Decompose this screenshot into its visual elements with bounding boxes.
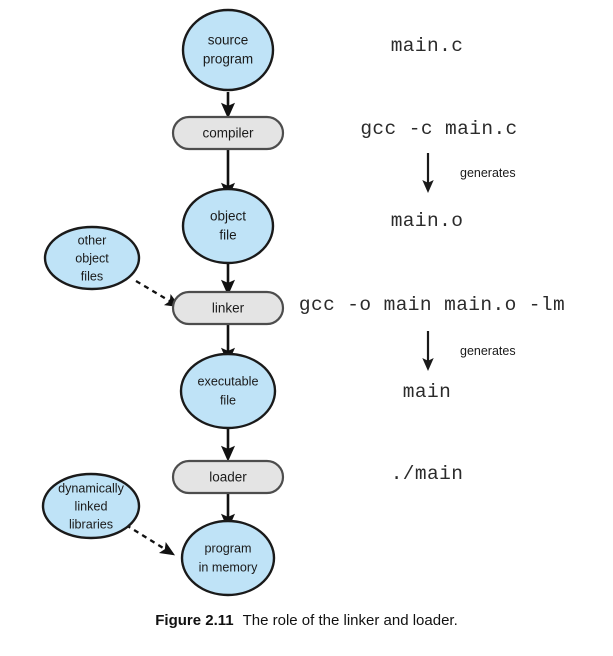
source-program-label-line2: program [203, 52, 253, 67]
source-file-name-text: main.c [391, 35, 464, 57]
program-in-memory-label-line2: in memory [199, 560, 258, 574]
compiler-rect [171, 115, 285, 151]
dll-label-line2: linked [75, 499, 108, 513]
node-source-program[interactable]: source program [181, 8, 275, 92]
connector-other-object-files-to-linker [135, 280, 181, 308]
other-object-files-label-line2: object [75, 251, 109, 265]
compiler-label: compiler [202, 126, 254, 141]
node-object-file[interactable]: object file [181, 187, 275, 265]
node-program-in-memory[interactable]: program in memory [180, 519, 276, 597]
generates-label-compile: generates [460, 166, 516, 180]
node-compiler[interactable]: compiler [171, 115, 285, 151]
dll-label-line1: dynamically [58, 481, 124, 495]
figure-caption-label: Figure 2.11 [155, 612, 234, 629]
object-file-label-line2: file [219, 228, 236, 243]
executable-file-label-line1: executable [198, 374, 259, 388]
executable-file-label-line2: file [220, 393, 236, 407]
object-file-label-line1: object [210, 209, 246, 224]
node-executable-file[interactable]: executable file [179, 352, 277, 430]
linker-rect [171, 290, 285, 326]
program-in-memory-ellipse [180, 519, 276, 597]
linker-loader-diagram: source program compiler object file link… [41, 8, 565, 597]
executable-name-text: main [403, 381, 451, 403]
compile-command-text: gcc -c main.c [360, 118, 517, 140]
source-program-ellipse [181, 8, 275, 92]
dll-label-line3: libraries [69, 517, 113, 531]
linker-label: linker [212, 301, 245, 316]
generates-label-link: generates [460, 344, 516, 358]
node-dynamically-linked-libraries[interactable]: dynamically linked libraries [41, 472, 141, 540]
connector-dll-to-program-in-memory [125, 524, 176, 556]
figure-caption-text: The role of the linker and loader. [242, 612, 458, 629]
run-command-text: ./main [391, 463, 464, 485]
object-file-ellipse [181, 187, 275, 265]
node-linker[interactable]: linker [171, 290, 285, 326]
dynamically-linked-libraries-ellipse [41, 472, 141, 540]
loader-rect [171, 459, 285, 495]
other-object-files-label-line1: other [78, 233, 107, 247]
source-program-label-line1: source [208, 33, 249, 48]
other-object-files-label-line3: files [81, 269, 103, 283]
loader-label: loader [209, 470, 247, 485]
figure-caption: Figure 2.11 The role of the linker and lo… [0, 612, 613, 629]
other-object-files-ellipse [43, 225, 141, 291]
program-in-memory-label-line1: program [205, 541, 252, 555]
executable-file-ellipse [179, 352, 277, 430]
node-loader[interactable]: loader [171, 459, 285, 495]
object-file-name-text: main.o [391, 210, 464, 232]
node-other-object-files[interactable]: other object files [43, 225, 141, 291]
link-command-text: gcc -o main main.o -lm [299, 294, 565, 316]
